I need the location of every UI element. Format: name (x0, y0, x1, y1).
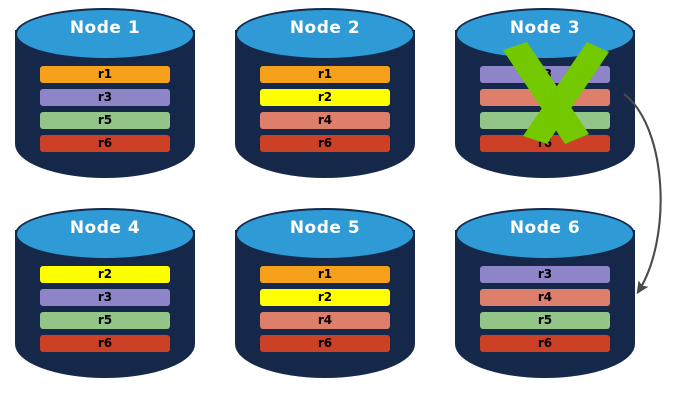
record-bar-r2[interactable]: r2 (260, 89, 390, 106)
record-list: r2 r3 r5 r6 (40, 266, 170, 358)
record-bar-r1[interactable]: r1 (40, 66, 170, 83)
record-list: r1 r2 r4 r6 (260, 266, 390, 358)
cylinder-top (455, 208, 635, 260)
record-bar-r5[interactable]: r5 (40, 312, 170, 329)
cylinder-top (15, 208, 195, 260)
record-bar-r5[interactable]: r5 (480, 112, 610, 129)
record-bar-r6[interactable]: r6 (480, 135, 610, 152)
cylinder-top (455, 8, 635, 60)
record-list: r3 r4 r5 r6 (480, 266, 610, 358)
record-list: r3 r4 r5 r6 (480, 66, 610, 158)
record-bar-r5[interactable]: r5 (480, 312, 610, 329)
record-bar-r3[interactable]: r3 (40, 89, 170, 106)
record-bar-r6[interactable]: r6 (40, 335, 170, 352)
cylinder-top (235, 208, 415, 260)
record-bar-r6[interactable]: r6 (260, 335, 390, 352)
record-bar-r5[interactable]: r5 (40, 112, 170, 129)
record-bar-r4[interactable]: r4 (480, 89, 610, 106)
record-bar-r4[interactable]: r4 (480, 289, 610, 306)
record-bar-r1[interactable]: r1 (260, 66, 390, 83)
record-bar-r3[interactable]: r3 (480, 266, 610, 283)
record-bar-r3[interactable]: r3 (40, 289, 170, 306)
record-bar-r2[interactable]: r2 (40, 266, 170, 283)
record-list: r1 r2 r4 r6 (260, 66, 390, 158)
cylinder-top (235, 8, 415, 60)
record-bar-r1[interactable]: r1 (260, 266, 390, 283)
record-bar-r4[interactable]: r4 (260, 112, 390, 129)
record-bar-r6[interactable]: r6 (480, 335, 610, 352)
record-bar-r2[interactable]: r2 (260, 289, 390, 306)
record-bar-r6[interactable]: r6 (260, 135, 390, 152)
record-bar-r3[interactable]: r3 (480, 66, 610, 83)
record-bar-r6[interactable]: r6 (40, 135, 170, 152)
record-list: r1 r3 r5 r6 (40, 66, 170, 158)
cylinder-top (15, 8, 195, 60)
record-bar-r4[interactable]: r4 (260, 312, 390, 329)
